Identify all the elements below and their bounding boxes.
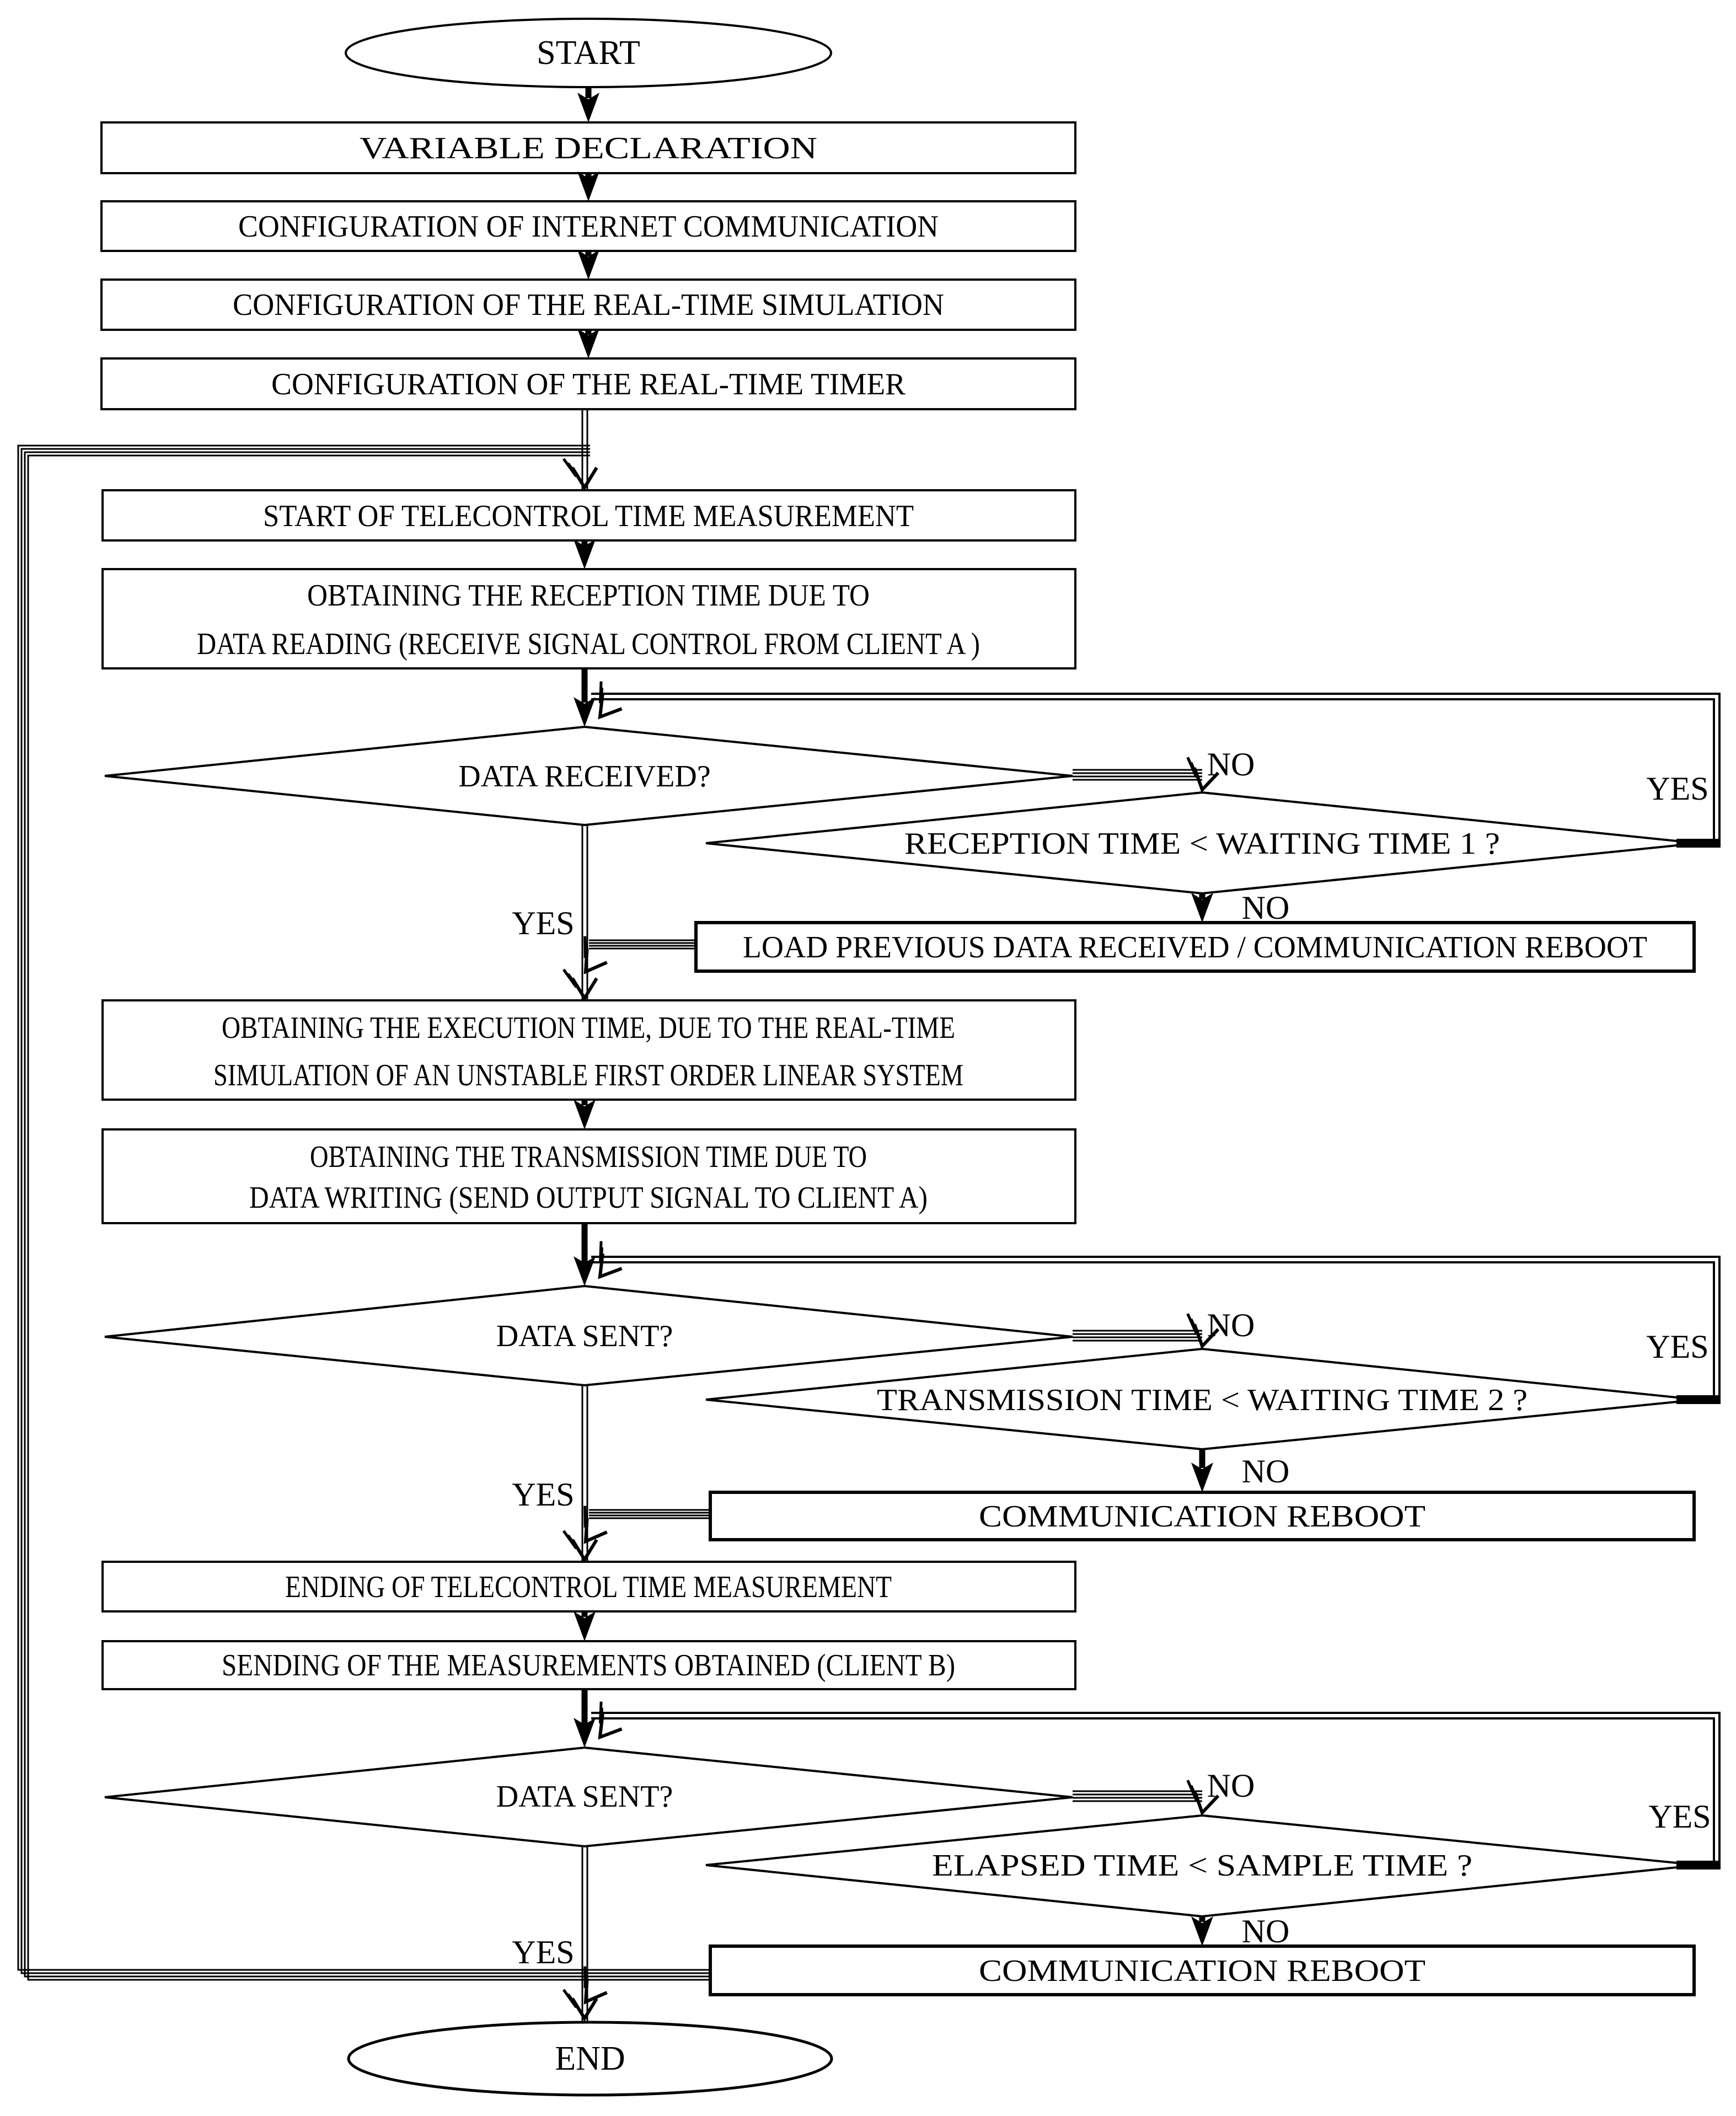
process-obtain-reception-line2: DATA READING (RECEIVE SIGNAL CONTROL FRO… (197, 627, 980, 661)
decision-data-sent-2-label: DATA SENT? (496, 1780, 673, 1814)
branch-yes-sent1: YES (512, 1476, 574, 1513)
main-loop-stripe (20, 448, 710, 1974)
no-stub-2 (1073, 1330, 1202, 1342)
decision-transmission-time-label: TRANSMISSION TIME < WAITING TIME 2 ? (877, 1383, 1528, 1417)
decision-transmission-time (705, 1347, 1699, 1451)
process-obtain-execution-line2: SIMULATION OF AN UNSTABLE FIRST ORDER LI… (213, 1058, 963, 1092)
process-config-timer (100, 357, 1076, 410)
branch-yes-ttime: YES (1646, 1328, 1708, 1365)
branch-no-sent2: NO (1207, 1767, 1255, 1804)
main-loop-stripe (17, 444, 710, 1971)
process-load-previous-label: LOAD PREVIOUS DATA RECEIVED / COMMUNICAT… (743, 930, 1647, 965)
decision-data-received-label: DATA RECEIVED? (458, 759, 710, 794)
yes-return-loop-2 (591, 1256, 1721, 1400)
connector-timer-to-startmeas (581, 409, 588, 490)
branch-no-rtime: NO (1242, 890, 1290, 926)
load-return-stub (589, 939, 696, 950)
process-obtain-execution-line1: OBTAINING THE EXECUTION TIME, DUE TO THE… (222, 1011, 955, 1045)
process-communication-reboot-2 (709, 1944, 1696, 1996)
process-config-internet (100, 200, 1076, 252)
process-communication-reboot-1 (709, 1491, 1696, 1541)
process-config-simulation (100, 278, 1076, 331)
process-ending-measurement (101, 1561, 1076, 1613)
process-config-simulation-label: CONFIGURATION OF THE REAL-TIME SIMULATIO… (233, 288, 944, 322)
no-stub-1 (1073, 769, 1202, 781)
yes-return-3-inner (591, 1717, 1715, 1865)
decision-data-sent-1 (104, 1284, 1073, 1387)
decision-reception-time (705, 791, 1699, 895)
decision-reception-time-label: RECEPTION TIME < WAITING TIME 1 ? (904, 827, 1500, 861)
yes-return-1-inner (591, 698, 1715, 843)
process-obtain-transmission-line1: OBTAINING THE TRANSMISSION TIME DUE TO (310, 1140, 867, 1174)
process-load-previous (694, 921, 1696, 973)
process-sending-measurements (101, 1640, 1076, 1690)
branch-yes-sent2: YES (512, 1934, 574, 1970)
reboot1-return-stripes (589, 1509, 710, 1519)
decision-data-sent-1-label: DATA SENT? (496, 1319, 673, 1353)
vertex-cap-1 (1676, 839, 1721, 848)
process-obtain-transmission-line2: DATA WRITING (SEND OUTPUT SIGNAL TO CLIE… (249, 1181, 928, 1215)
decision-data-received (104, 725, 1073, 827)
process-start-measurement-label: START OF TELECONTROL TIME MEASUREMENT (263, 499, 914, 533)
process-communication-reboot-2-label: COMMUNICATION REBOOT (979, 1954, 1426, 1988)
reboot1-return-stub (589, 1509, 710, 1519)
process-config-timer-label: CONFIGURATION OF THE REAL-TIME TIMER (271, 367, 906, 401)
end-label: END (555, 2040, 625, 2077)
branch-yes-received: YES (512, 905, 574, 941)
process-sending-measurements-label: SENDING OF THE MEASUREMENTS OBTAINED (CL… (222, 1648, 955, 1683)
process-obtain-reception (101, 568, 1076, 669)
branch-no-ttime: NO (1242, 1453, 1290, 1490)
decision-data-sent-2 (104, 1746, 1073, 1848)
no-stub-3-stripes (1073, 1790, 1202, 1802)
yes-return-2-inner (591, 1261, 1715, 1400)
branch-yes-etime: YES (1648, 1798, 1711, 1835)
start-terminator (345, 18, 832, 88)
branch-no-received: NO (1207, 746, 1255, 783)
load-return-stripes (589, 939, 696, 950)
branch-no-sent1: NO (1207, 1307, 1255, 1343)
yes-return-2-outer (591, 1256, 1721, 1400)
process-start-measurement (101, 489, 1076, 542)
start-label: START (537, 34, 640, 72)
no-stub-2-stripes (1073, 1330, 1202, 1342)
no-stub-3 (1073, 1790, 1202, 1802)
end-terminator (347, 2021, 833, 2097)
branch-yes-rtime: YES (1646, 770, 1708, 807)
process-variable-declaration (100, 121, 1076, 174)
process-obtain-transmission (101, 1128, 1076, 1224)
yes-return-loop-3 (591, 1712, 1721, 1865)
main-loop-line (17, 444, 710, 1981)
process-obtain-reception-line1: OBTAINING THE RECEPTION TIME DUE TO (307, 578, 870, 613)
vertex-cap-3 (1676, 1861, 1721, 1869)
vertex-cap-2 (1676, 1395, 1721, 1404)
process-obtain-execution (101, 999, 1076, 1101)
process-ending-measurement-label: ENDING OF TELECONTROL TIME MEASUREMENT (285, 1570, 892, 1604)
main-loop-stripe (27, 454, 710, 1981)
process-communication-reboot-1-label: COMMUNICATION REBOOT (979, 1499, 1426, 1534)
process-variable-declaration-label: VARIABLE DECLARATION (360, 131, 817, 165)
yes-return-1-outer (591, 693, 1721, 843)
no-stub-1-stripes (1073, 769, 1202, 781)
main-loop-stripe (24, 451, 710, 1978)
yes-return-3-outer (591, 1712, 1721, 1865)
decision-elapsed-time (705, 1814, 1699, 1918)
decision-elapsed-time-label: ELAPSED TIME < SAMPLE TIME ? (932, 1849, 1472, 1883)
branch-no-etime: NO (1242, 1913, 1290, 1949)
process-config-internet-label: CONFIGURATION OF INTERNET COMMUNICATION (238, 210, 939, 244)
yes-return-loop-1 (591, 693, 1721, 843)
